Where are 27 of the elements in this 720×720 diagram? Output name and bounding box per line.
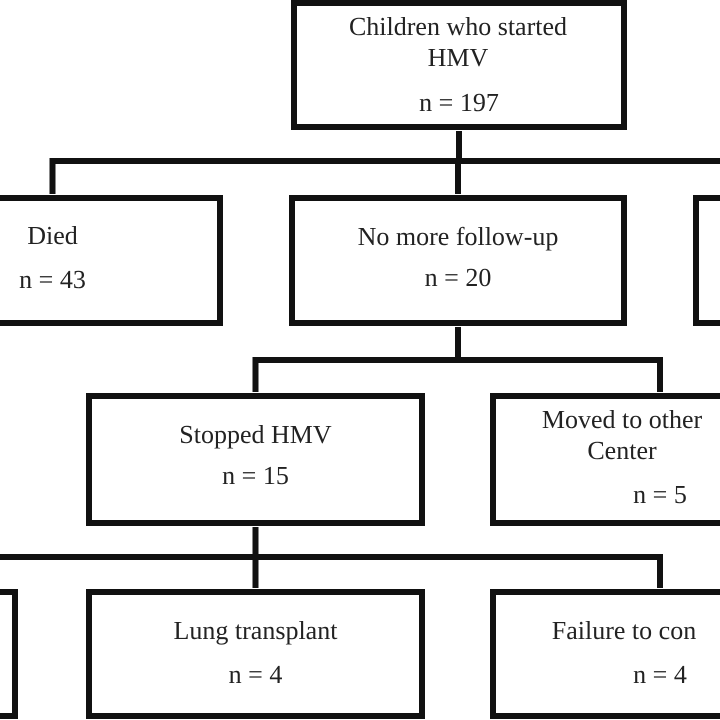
count-text: n = 4 [228, 659, 284, 690]
node-title: Moved to other Center [540, 404, 704, 466]
count-text: n = 20 [424, 262, 492, 293]
flowchart-box [86, 589, 425, 719]
node-title: Failure to con [550, 615, 698, 646]
count-text: n = 5 [632, 479, 688, 510]
node-title: Stopped HMV [178, 419, 333, 450]
flowchart-box [289, 195, 627, 326]
connector-line [50, 164, 56, 194]
node-title: Children who started HMV [348, 11, 568, 73]
flowchart-box [86, 393, 425, 526]
node-title: No more follow-up [356, 221, 560, 252]
count-text: n = 15 [221, 460, 290, 491]
connector-line [0, 524, 666, 560]
node-title: Died [26, 220, 79, 251]
connector-line [455, 164, 461, 194]
connector-line [250, 324, 666, 363]
flowchart-box [291, 0, 627, 130]
connector-line [657, 560, 663, 588]
count-text: n = 4 [632, 659, 688, 690]
count-text: n = 43 [18, 264, 87, 295]
connector-line [46, 128, 720, 164]
connector-line [252, 560, 258, 588]
count-text: n = 197 [418, 87, 500, 118]
node-title: Lung transplant [172, 615, 338, 646]
connector-line [252, 363, 258, 392]
connector-line [657, 363, 663, 392]
